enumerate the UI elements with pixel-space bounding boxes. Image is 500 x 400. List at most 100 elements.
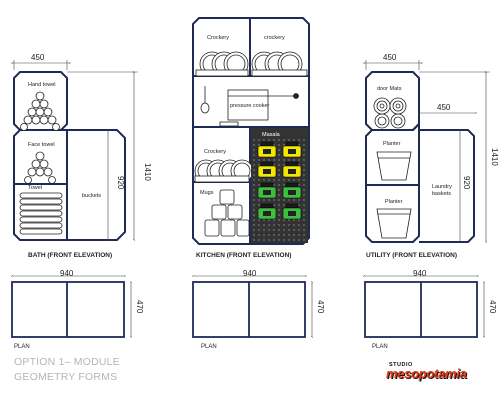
masala-jar-icon	[257, 161, 277, 178]
peg-hole	[278, 144, 280, 146]
peg-hole	[288, 219, 290, 221]
peg-hole	[258, 199, 260, 201]
peg-hole	[268, 219, 270, 221]
peg-hole	[273, 199, 275, 201]
peg-hole	[293, 139, 295, 141]
bath-dim-inner-value: 920	[116, 176, 125, 190]
logo-name-text: mesopotamia	[386, 366, 467, 381]
peg-hole	[278, 164, 280, 166]
utility-plan-depth: 470	[488, 300, 497, 314]
peg-hole	[298, 159, 300, 161]
peg-hole	[283, 239, 285, 241]
bath-dim-height-value: 1410	[143, 163, 152, 181]
folded-towels	[19, 192, 63, 235]
peg-hole	[283, 179, 285, 181]
masala-jar-icon	[257, 141, 277, 158]
peg-hole	[283, 184, 285, 186]
bath-plan-label: PLAN	[14, 344, 30, 350]
peg-hole	[303, 214, 305, 216]
peg-hole	[253, 194, 255, 196]
peg-hole	[273, 164, 275, 166]
peg-hole	[303, 209, 305, 211]
peg-hole	[298, 139, 300, 141]
peg-hole	[278, 199, 280, 201]
peg-hole	[303, 169, 305, 171]
peg-hole	[263, 199, 265, 201]
label-face-towel: Face towel	[28, 142, 55, 148]
peg-hole	[273, 229, 275, 231]
peg-hole	[298, 144, 300, 146]
peg-hole	[298, 239, 300, 241]
studio-logo: STUDIO mesopotamia	[386, 362, 494, 388]
peg-hole	[283, 224, 285, 226]
peg-hole	[273, 184, 275, 186]
peg-hole	[263, 224, 265, 226]
peg-hole	[303, 154, 305, 156]
bath-plan-width: 940	[60, 269, 74, 278]
peg-hole	[278, 214, 280, 216]
peg-hole	[258, 184, 260, 186]
peg-hole	[273, 219, 275, 221]
label-masala: Masala	[262, 132, 281, 138]
peg-hole	[298, 179, 300, 181]
crockery-plates-right	[251, 51, 308, 77]
utility-plan-width: 940	[413, 269, 427, 278]
door-mats-rolls	[373, 97, 407, 129]
peg-hole	[278, 209, 280, 211]
peg-hole	[278, 239, 280, 241]
peg-hole	[268, 199, 270, 201]
crockery-plates-left	[195, 51, 249, 77]
peg-hole	[298, 219, 300, 221]
peg-hole	[288, 159, 290, 161]
label-pressure-cooker: pressure cooker	[230, 103, 270, 109]
peg-hole	[273, 204, 275, 206]
peg-hole	[258, 139, 260, 141]
label-towel: Towel	[28, 185, 42, 191]
bath-dim-height	[67, 72, 138, 240]
kitchen-plan: 940 470 PLAN	[193, 269, 325, 350]
peg-hole	[268, 224, 270, 226]
planter-2-icon	[376, 208, 412, 239]
pressure-cooker-icon	[200, 86, 299, 127]
peg-hole	[253, 154, 255, 156]
peg-hole	[278, 224, 280, 226]
peg-hole	[298, 224, 300, 226]
peg-hole	[298, 199, 300, 201]
peg-hole	[258, 179, 260, 181]
peg-hole	[288, 234, 290, 236]
peg-hole	[258, 234, 260, 236]
peg-hole	[268, 234, 270, 236]
peg-hole	[278, 229, 280, 231]
face-towel-stack	[24, 151, 56, 184]
peg-hole	[293, 159, 295, 161]
peg-hole	[293, 219, 295, 221]
peg-hole	[278, 194, 280, 196]
peg-hole	[283, 219, 285, 221]
label-crockery-1: Crockery	[207, 35, 229, 41]
peg-hole	[258, 239, 260, 241]
masala-jar-icon	[282, 203, 302, 220]
label-buckets: buckets	[82, 193, 101, 199]
peg-hole	[253, 139, 255, 141]
peg-hole	[303, 139, 305, 141]
peg-hole	[288, 239, 290, 241]
peg-hole	[283, 144, 285, 146]
peg-hole	[263, 159, 265, 161]
peg-hole	[283, 234, 285, 236]
peg-hole	[273, 144, 275, 146]
peg-hole	[293, 199, 295, 201]
peg-hole	[253, 174, 255, 176]
peg-hole	[303, 164, 305, 166]
peg-hole	[278, 169, 280, 171]
bath-dim-top-value: 450	[31, 53, 45, 62]
utility-dim-height-value: 1410	[490, 148, 499, 166]
peg-hole	[253, 184, 255, 186]
peg-hole	[263, 239, 265, 241]
peg-hole	[253, 239, 255, 241]
peg-hole	[303, 149, 305, 151]
bath-dim-top	[12, 60, 70, 70]
peg-hole	[293, 239, 295, 241]
peg-hole	[303, 184, 305, 186]
peg-hole	[303, 234, 305, 236]
peg-hole	[278, 159, 280, 161]
